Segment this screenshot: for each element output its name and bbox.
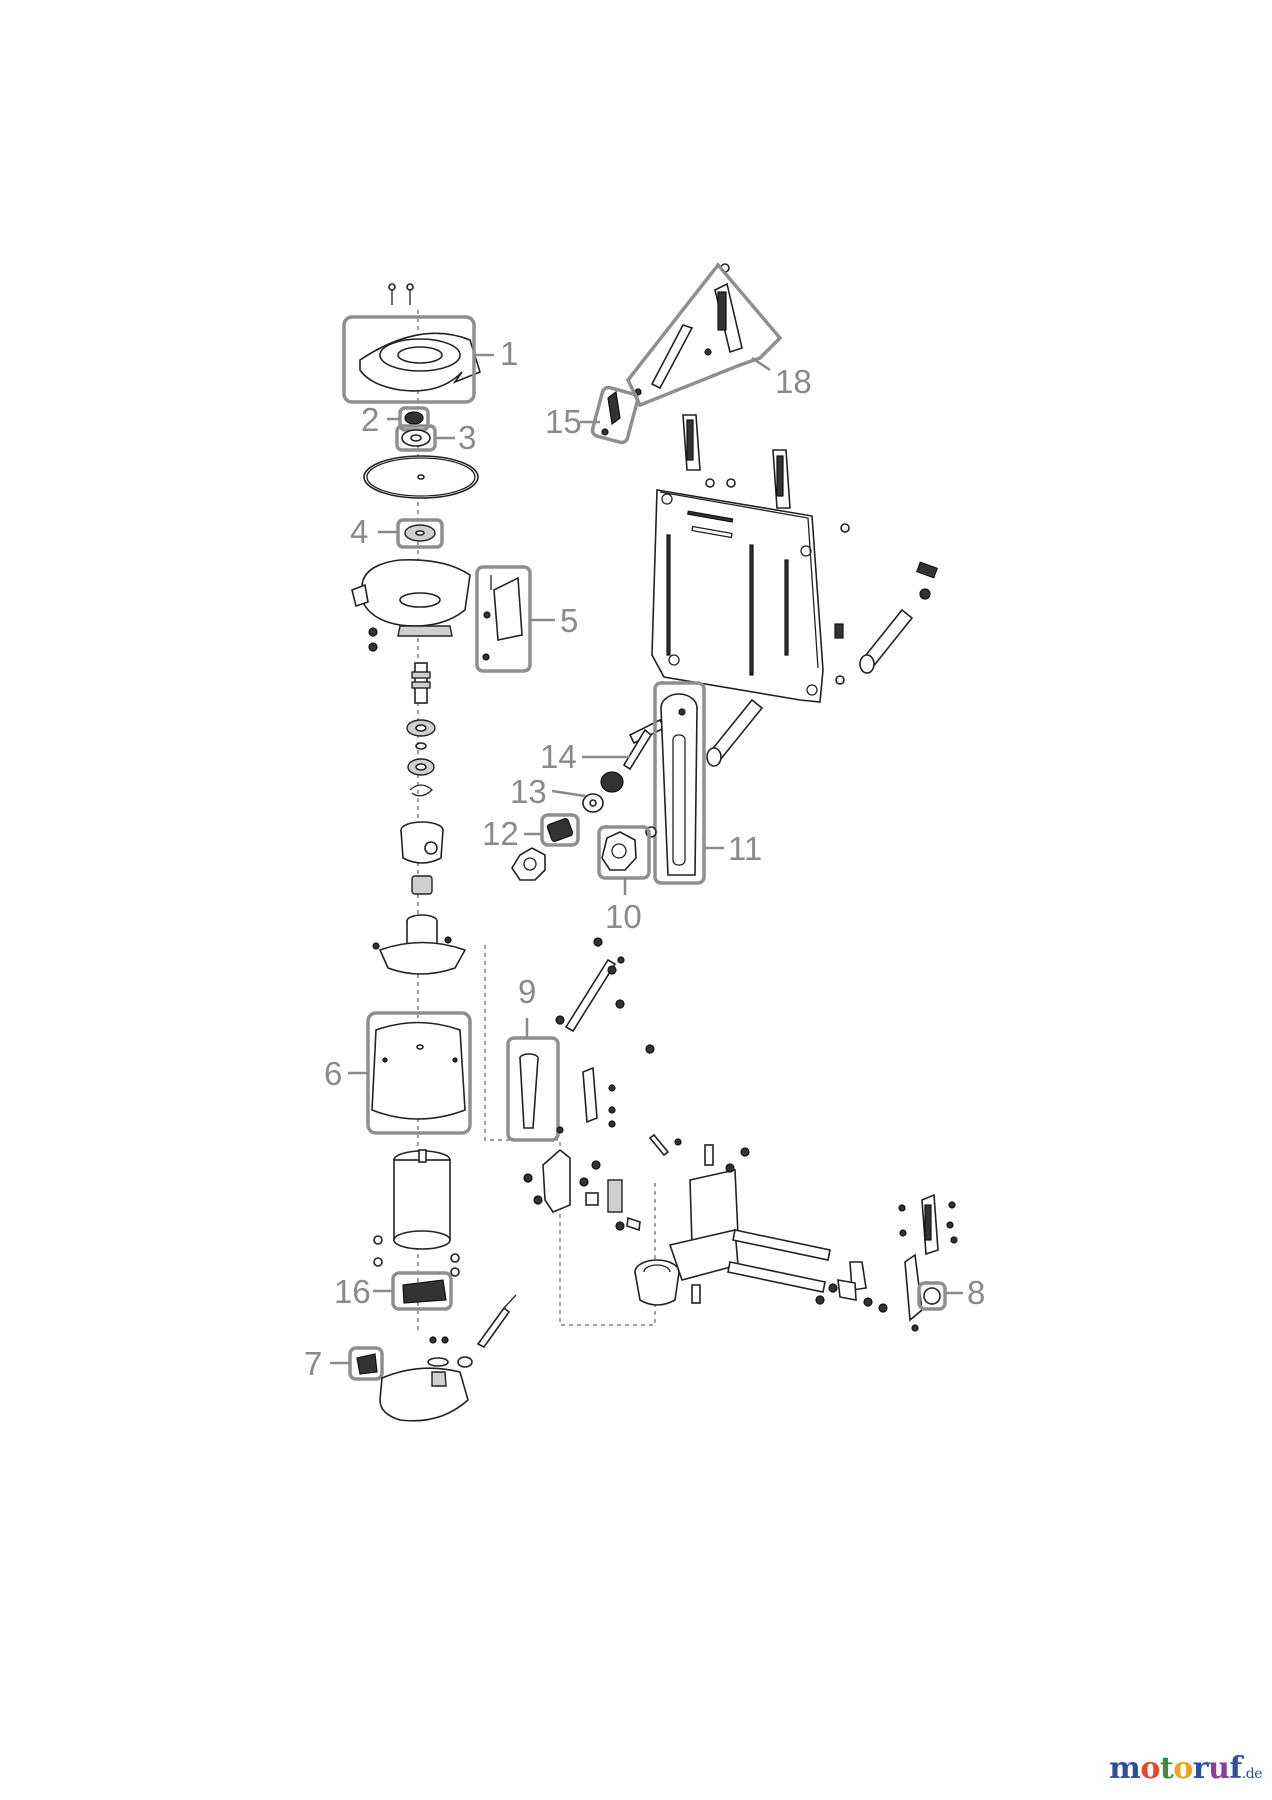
- motor-part: [373, 1149, 460, 1277]
- callout-6: 6: [324, 1055, 342, 1092]
- small-clamp-part: [523, 1148, 641, 1232]
- callout-box-1: [342, 315, 476, 404]
- callout-11: 11: [728, 830, 762, 867]
- callout-box-12: [540, 813, 580, 847]
- washer-part: [401, 429, 431, 447]
- fence-arm-part: [634, 263, 743, 396]
- watermark-tld: .de: [1241, 1766, 1263, 1782]
- slotted-arm-part: [660, 693, 698, 876]
- switch-part: [402, 1279, 447, 1304]
- pin-part: [648, 1133, 682, 1157]
- clamp-part: [601, 390, 621, 436]
- stud-part: [600, 728, 653, 793]
- side-bolts-part: [834, 561, 938, 674]
- callout-box-18: [625, 262, 783, 408]
- callout-box-15: [590, 385, 640, 445]
- switch-box-part: [356, 1353, 378, 1375]
- callout-10: 10: [605, 898, 642, 935]
- watermark-brand: motoruf: [1109, 1751, 1242, 1786]
- lower-guard-part: [351, 558, 471, 652]
- callout-box-8: [917, 1281, 947, 1311]
- callout-12: 12: [482, 815, 519, 852]
- callout-13: 13: [510, 773, 547, 810]
- motor-cover-part: [371, 1021, 466, 1120]
- callout-box-9: [506, 1036, 560, 1142]
- motor-flange-part: [372, 914, 467, 975]
- flange-part: [404, 524, 436, 542]
- callout-16: 16: [334, 1273, 371, 1310]
- callout-8: 8: [967, 1274, 985, 1311]
- lock-knob-part: [601, 826, 657, 871]
- watermark-logo: motoruf.de: [1109, 1751, 1262, 1786]
- callout-15: 15: [545, 403, 582, 440]
- callout-3: 3: [458, 419, 476, 456]
- callout-2: 2: [361, 401, 379, 438]
- callout-box-4: [396, 518, 444, 549]
- left-bracket-part: [556, 1066, 616, 1134]
- base-part: [379, 1294, 517, 1422]
- spring-part: [546, 818, 574, 842]
- knob-part: [511, 847, 546, 881]
- table-strips-part: [682, 414, 850, 685]
- clamp-bracket-part: [634, 1144, 750, 1306]
- callout-14: 14: [540, 738, 577, 775]
- right-bracket-part: [837, 1193, 958, 1332]
- cross-rod-part: [555, 937, 655, 1054]
- long-bars-part: [727, 1229, 838, 1305]
- upper-cover-part: [359, 283, 481, 392]
- callout-7: 7: [304, 1345, 322, 1382]
- callout-18: 18: [775, 363, 812, 400]
- work-table-part: [651, 489, 824, 703]
- spindle-part: [411, 662, 431, 704]
- saw-blade-part: [363, 455, 479, 499]
- washer-2-part: [582, 793, 604, 813]
- callout-4: 4: [350, 513, 368, 550]
- nut-part: [404, 411, 424, 425]
- callout-5: 5: [560, 602, 578, 639]
- cover-plate-part: [482, 575, 523, 661]
- callout-9: 9: [518, 973, 536, 1010]
- stop-part: [923, 1287, 941, 1305]
- callout-box-11: [653, 681, 706, 885]
- callout-1: 1: [500, 335, 518, 372]
- gear-housing-part: [400, 821, 444, 895]
- bearing-parts: [406, 719, 436, 797]
- leg-part: [519, 1053, 539, 1129]
